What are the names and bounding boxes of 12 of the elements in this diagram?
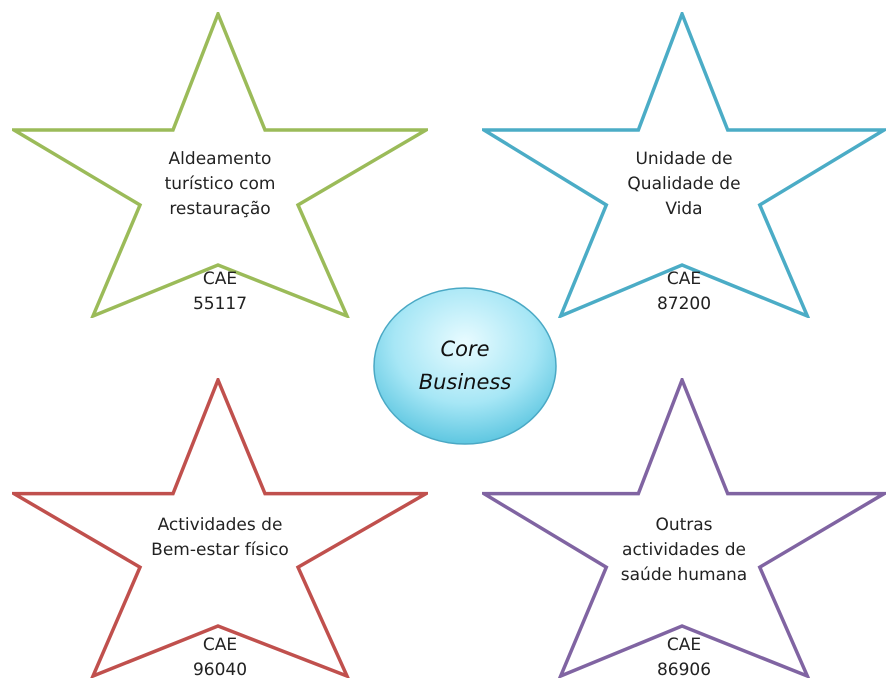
circle-shape	[372, 286, 558, 446]
star-label: Outras actividades de saúde humana	[620, 514, 748, 587]
star-label: Unidade de Qualidade de Vida	[626, 148, 742, 221]
star-shape	[482, 12, 886, 318]
star-label: Aldeamento turístico com restauração	[164, 148, 276, 221]
star-shape	[12, 12, 428, 318]
code-label: CAE 87200	[656, 268, 712, 316]
code-label: CAE 55117	[192, 268, 248, 316]
code-label: CAE 86906	[656, 634, 712, 682]
code-label: CAE 96040	[192, 634, 248, 682]
circle-label: Core Business	[418, 336, 512, 396]
star-label: Actividades de Bem-estar físico	[150, 514, 290, 562]
